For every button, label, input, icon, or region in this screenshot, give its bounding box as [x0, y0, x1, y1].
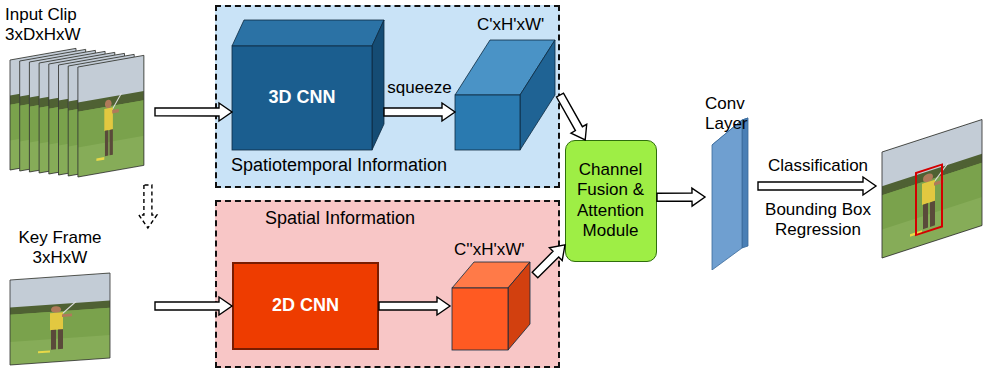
- node-label: Spatiotemporal Information: [231, 155, 531, 176]
- input-clip: Input Clip 3xDxHxW: [5, 5, 155, 185]
- dashed-arrow: [139, 185, 157, 228]
- output-arrow: [758, 177, 876, 195]
- feature-cuboid: C'xH'xW': [455, 15, 560, 152]
- node-label: Channel Fusion & Attention Module: [570, 160, 651, 240]
- cuboid-front: [455, 95, 520, 150]
- node-label: Spatial Information: [265, 208, 525, 229]
- cuboid-shape: [455, 15, 560, 152]
- key-frame-image: [10, 273, 110, 365]
- cuboid-front: [452, 288, 508, 350]
- cuboid-front: [232, 46, 372, 150]
- hollow-arrow: [155, 297, 232, 315]
- text-slot: 3D CNN: [232, 46, 372, 150]
- text-slot: Conv Layer: [705, 94, 790, 134]
- cuboid-side: [508, 262, 530, 350]
- node-label: 2D CNN: [272, 295, 339, 316]
- node-label: C'xH'xW': [477, 15, 560, 35]
- cuboid-side: [372, 20, 384, 150]
- output-label: Classification: [760, 156, 876, 176]
- cnn-2d-block: 2D CNN: [232, 262, 379, 350]
- cnn-3d-block: 3D CNN: [232, 20, 384, 150]
- text-slot: 2D CNN: [234, 264, 377, 348]
- hollow-arrow: [557, 93, 587, 140]
- output-label: Bounding Box Regression: [759, 200, 877, 240]
- node-label: Input Clip 3xDxHxW: [5, 5, 100, 45]
- node-label: 3D CNN: [268, 87, 335, 108]
- output-image: [882, 120, 982, 258]
- text-slot: Spatial Information: [265, 208, 525, 229]
- text-slot: C'xH'xW': [477, 15, 560, 35]
- edge-label-slot: squeeze: [360, 78, 480, 98]
- edge-label: squeeze: [360, 78, 480, 98]
- node-label: C''xH'xW': [454, 240, 535, 260]
- label-slot: Classification: [760, 156, 876, 176]
- node-label: Key Frame 3xHxW: [5, 228, 115, 268]
- node-label: Conv Layer: [705, 94, 790, 134]
- text-slot: Channel Fusion & Attention Module: [566, 141, 655, 260]
- slab-front: [712, 120, 742, 270]
- conv-layer: Conv Layer: [705, 94, 790, 270]
- text-slot: Spatiotemporal Information: [231, 155, 531, 176]
- text-slot: Key Frame 3xHxW: [5, 228, 115, 268]
- hollow-arrow: [657, 188, 705, 206]
- cuboid-top: [232, 20, 384, 46]
- cuboid-side: [520, 40, 555, 150]
- feature-cuboid: C''xH'xW': [450, 240, 535, 352]
- label-slot: Bounding Box Regression: [759, 200, 877, 240]
- text-slot: Input Clip 3xDxHxW: [5, 5, 100, 45]
- spatial-region: Spatial Information 2D CNN C''xH'xW': [215, 200, 560, 368]
- key-frame: Key Frame 3xHxW: [5, 228, 155, 368]
- fusion-module: Channel Fusion & Attention Module: [565, 140, 657, 262]
- cuboid-shape: [232, 20, 384, 150]
- frame-stack: [10, 48, 144, 177]
- slab-side: [742, 118, 748, 248]
- text-slot: C''xH'xW': [454, 240, 535, 260]
- hollow-arrow: [155, 103, 232, 121]
